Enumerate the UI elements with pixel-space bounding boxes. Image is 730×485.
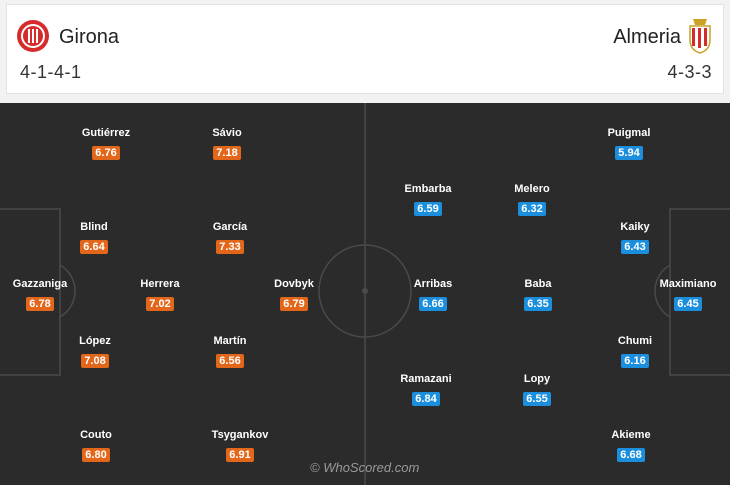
home-player[interactable]: Herrera 7.02 [120, 278, 200, 312]
away-player[interactable]: Akieme 6.68 [591, 429, 671, 463]
home-formation: 4-1-4-1 [20, 62, 82, 82]
player-name: Lopy [523, 373, 551, 385]
player-name: Tsygankov [211, 429, 269, 441]
home-player[interactable]: Gutiérrez 6.76 [66, 127, 146, 161]
match-header: Girona 4-1-4-1 Almeria 4-3-3 [6, 4, 724, 94]
player-rating: 7.02 [146, 297, 174, 311]
player-rating: 6.76 [92, 146, 120, 160]
player-rating: 6.59 [414, 202, 442, 216]
player-rating: 6.80 [82, 448, 110, 462]
player-rating: 6.79 [280, 297, 308, 311]
player-name: Baba [524, 278, 552, 290]
away-player[interactable]: Embarba 6.59 [388, 183, 468, 217]
player-name: Akieme [611, 429, 651, 441]
player-rating: 6.56 [216, 354, 244, 368]
player-name: Blind [80, 221, 108, 233]
almeria-crest-icon [689, 19, 711, 54]
home-team-name[interactable]: Girona [59, 26, 120, 48]
player-name: Dovbyk [274, 278, 314, 290]
player-rating: 7.08 [81, 354, 109, 368]
player-rating: 6.55 [523, 392, 551, 406]
player-name: Sávio [212, 127, 242, 139]
player-name: Arribas [413, 278, 453, 290]
player-name: Melero [514, 183, 550, 195]
player-rating: 6.78 [26, 297, 54, 311]
player-name: Kaiky [620, 221, 650, 233]
player-rating: 6.35 [524, 297, 552, 311]
player-name: Martín [213, 335, 247, 347]
home-player[interactable]: Tsygankov 6.91 [200, 429, 280, 463]
player-name: Maximiano [659, 278, 717, 290]
player-rating: 6.66 [419, 297, 447, 311]
player-name: Ramazani [400, 373, 452, 385]
player-rating: 6.16 [621, 354, 649, 368]
player-name: Herrera [140, 278, 180, 290]
away-player[interactable]: Arribas 6.66 [393, 278, 473, 312]
home-player[interactable]: García 7.33 [190, 221, 270, 255]
home-player[interactable]: Couto 6.80 [56, 429, 136, 463]
player-rating: 6.64 [80, 240, 108, 254]
away-team-name[interactable]: Almeria [613, 26, 681, 48]
home-player[interactable]: López 7.08 [55, 335, 135, 369]
player-name: Couto [80, 429, 112, 441]
girona-crest-icon [17, 20, 49, 52]
player-name: Puigmal [607, 127, 651, 139]
player-name: Chumi [617, 335, 653, 347]
away-player[interactable]: Baba 6.35 [498, 278, 578, 312]
home-player[interactable]: Martín 6.56 [190, 335, 270, 369]
away-formation: 4-3-3 [667, 62, 712, 82]
away-player[interactable]: Maximiano 6.45 [648, 278, 728, 312]
player-name: García [212, 221, 248, 233]
pitch: Gutiérrez 6.76 Sávio 7.18 Blind 6.64 Gar… [0, 103, 730, 485]
watermark: © WhoScored.com [310, 460, 420, 475]
home-player[interactable]: Dovbyk 6.79 [254, 278, 334, 312]
player-name: Embarba [404, 183, 452, 195]
away-player[interactable]: Ramazani 6.84 [386, 373, 466, 407]
home-player[interactable]: Gazzaniga 6.78 [0, 278, 80, 312]
player-rating: 6.84 [412, 392, 440, 406]
away-player[interactable]: Chumi 6.16 [595, 335, 675, 369]
player-rating: 6.91 [226, 448, 254, 462]
player-rating: 7.18 [213, 146, 241, 160]
away-player[interactable]: Kaiky 6.43 [595, 221, 675, 255]
away-player[interactable]: Lopy 6.55 [497, 373, 577, 407]
player-name: Gutiérrez [81, 127, 131, 139]
player-rating: 6.32 [518, 202, 546, 216]
home-player[interactable]: Blind 6.64 [54, 221, 134, 255]
pitch-markings [0, 103, 730, 485]
player-rating: 6.68 [617, 448, 645, 462]
player-rating: 6.45 [674, 297, 702, 311]
player-rating: 6.43 [621, 240, 649, 254]
player-name: López [79, 335, 111, 347]
player-rating: 7.33 [216, 240, 244, 254]
player-rating: 5.94 [615, 146, 643, 160]
away-player[interactable]: Puigmal 5.94 [589, 127, 669, 161]
away-player[interactable]: Melero 6.32 [492, 183, 572, 217]
home-player[interactable]: Sávio 7.18 [187, 127, 267, 161]
player-name: Gazzaniga [12, 278, 68, 290]
